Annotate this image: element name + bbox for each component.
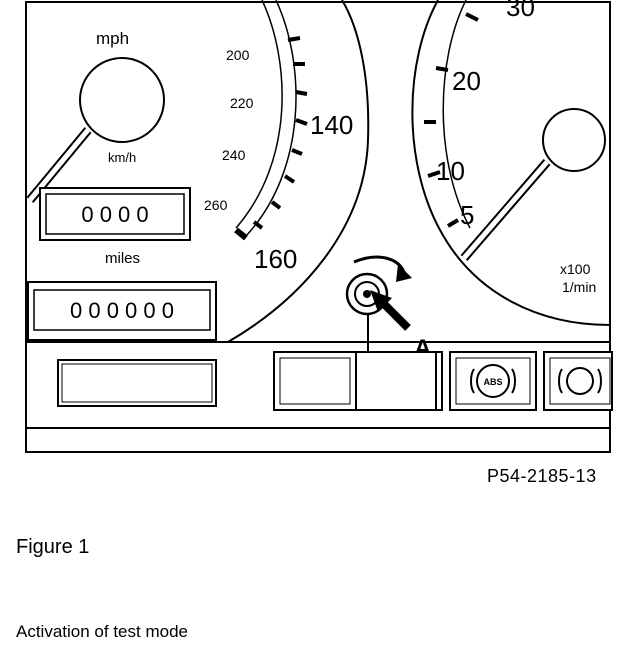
speedometer-hub bbox=[79, 57, 165, 143]
figure-description: Activation of test mode bbox=[16, 622, 188, 641]
speed-unit-kmh: km/h bbox=[108, 150, 136, 165]
abs-label: ABS bbox=[483, 377, 502, 387]
tachometer-hub bbox=[542, 108, 606, 172]
speed-tick-220: 220 bbox=[230, 95, 254, 111]
tachometer-housing bbox=[411, 0, 610, 326]
tach-unit-line1: x100 bbox=[560, 261, 591, 277]
speed-tick-160: 160 bbox=[254, 244, 297, 274]
odometer-digits: 0 0 0 0 0 0 bbox=[70, 298, 174, 323]
tach-unit-line2: 1/min bbox=[562, 279, 596, 295]
speedometer-ticks bbox=[252, 36, 308, 230]
rotation-arrow-icon bbox=[353, 255, 406, 273]
figure-caption: Figure 1 bbox=[16, 536, 90, 558]
trip-odometer-inner bbox=[45, 193, 185, 235]
trip-odometer-digits: 0 0 0 0 bbox=[81, 202, 148, 227]
speedometer-scale-inner bbox=[235, 0, 283, 229]
speed-tick-200: 200 bbox=[226, 47, 250, 63]
brake-warning-icon bbox=[558, 367, 602, 395]
tachometer-scale bbox=[442, 0, 471, 229]
arrow-a-icon bbox=[370, 290, 392, 312]
odometer-inner bbox=[33, 289, 211, 331]
lamp-module-inner bbox=[279, 357, 351, 405]
instrument-cluster-diagram: mph km/h 200 220 240 260 140 160 30 20 1… bbox=[25, 0, 613, 453]
speed-tick-240: 240 bbox=[222, 147, 246, 163]
lamp-module-outer bbox=[273, 351, 443, 411]
tach-tick-30: 30 bbox=[506, 0, 535, 22]
speedometer-housing bbox=[26, 0, 370, 343]
speed-tick-140: 140 bbox=[310, 110, 353, 140]
abs-lamp bbox=[449, 351, 537, 411]
figure-id: P54-2185-13 bbox=[487, 466, 597, 486]
speed-tick-260: 260 bbox=[204, 197, 228, 213]
trip-odometer-unit: miles bbox=[105, 250, 140, 267]
speed-unit-mph: mph bbox=[96, 29, 129, 48]
speedometer-needle-end bbox=[234, 227, 248, 241]
warning-lamp-blank bbox=[57, 359, 217, 407]
tach-tick-10: 10 bbox=[436, 156, 465, 186]
tach-tick-5: 5 bbox=[460, 200, 474, 230]
abs-icon bbox=[470, 364, 516, 398]
tachometer-ticks bbox=[424, 12, 479, 228]
speedometer-scale-outer bbox=[245, 0, 297, 237]
tach-tick-20: 20 bbox=[452, 66, 481, 96]
